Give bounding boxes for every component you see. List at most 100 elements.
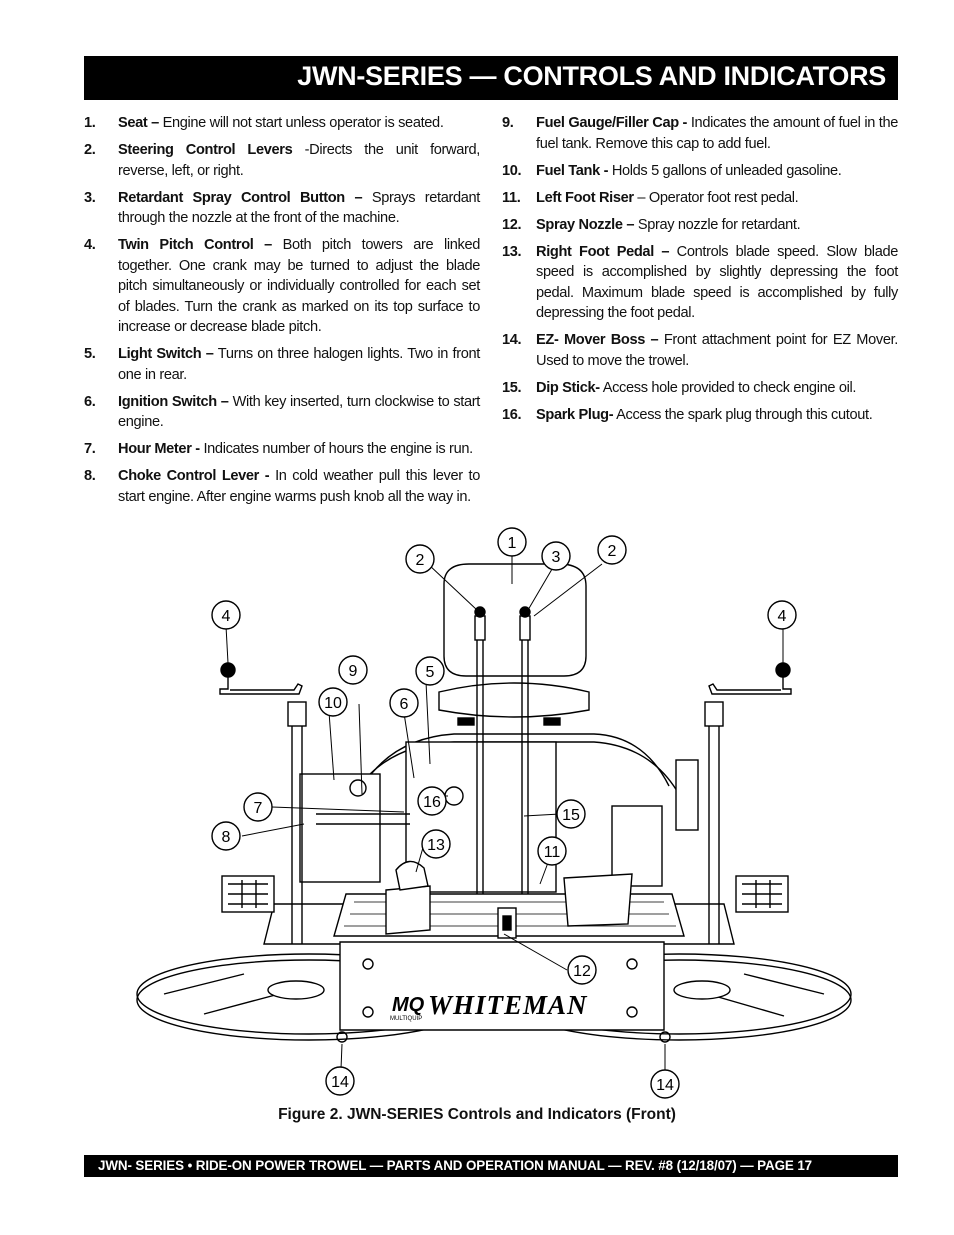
item-number: 7. <box>84 441 96 457</box>
item-description: Dip Stick- Access hole provided to check… <box>536 378 898 399</box>
item-text: Access the spark plug through this cutou… <box>613 406 873 423</box>
item-description: Spark Plug- Access the spark plug throug… <box>536 405 898 426</box>
item-number: 12. <box>502 216 522 233</box>
item-number: 6. <box>84 393 96 410</box>
item-text: Indicates number of hours the engine is … <box>199 441 473 457</box>
callout-12: 12 <box>573 963 591 980</box>
list-item: 7. Hour Meter - Indicates number of hours… <box>84 439 480 460</box>
callout-3: 3 <box>552 549 561 566</box>
item-text: With key inserted, turn clockwise to sta… <box>118 393 480 431</box>
item-text: Both pitch towers are linked together. O… <box>118 237 480 335</box>
list-item: 10. Fuel Tank - Holds 5 gallons of unlead… <box>502 161 898 182</box>
callout-1: 1 <box>508 535 517 552</box>
header-bar: JWN-SERIES — CONTROLS AND INDICATORS <box>84 56 898 100</box>
item-description: Seat – Engine will not start unless oper… <box>118 113 480 134</box>
item-description: Fuel Tank - Holds 5 gallons of unleaded … <box>536 161 898 182</box>
item-description: EZ- Mover Boss – Front attachment point … <box>536 330 898 371</box>
item-text: Spray nozzle for retardant. <box>634 216 801 233</box>
footer-text: JWN- SERIES • RIDE-ON POWER TROWEL — PAR… <box>98 1158 813 1173</box>
figure-caption: Figure 2. JWN-SERIES Controls and Indica… <box>278 1106 676 1123</box>
list-item: 6. Ignition Switch – With key inserted, t… <box>84 392 480 433</box>
item-label: Ignition Switch – <box>118 393 229 410</box>
list-item: 1. Seat – Engine will not start unless op… <box>84 113 480 134</box>
callout-7: 7 <box>254 800 263 817</box>
logo-multiquip: MULTIQUIP <box>390 1016 422 1022</box>
item-label: Choke Control Lever - <box>118 468 270 484</box>
list-item: 12. Spray Nozzle – Spray nozzle for retar… <box>502 215 898 236</box>
item-text: Indicates the amount of fuel in the fuel… <box>536 115 898 152</box>
item-number: 14. <box>502 332 522 348</box>
list-item: 2.Steering Control Levers -Directs the u… <box>84 140 480 181</box>
item-number: 16. <box>502 406 522 423</box>
item-text: Turns on three halogen lights. Two in fr… <box>118 346 480 383</box>
item-description: Light Switch – Turns on three halogen li… <box>118 344 480 385</box>
callout-13: 13 <box>427 837 445 854</box>
item-label: Hour Meter - <box>118 441 200 457</box>
item-text: Holds 5 gallons of unleaded gasoline. <box>608 162 842 179</box>
callout-4-left: 4 <box>222 608 231 625</box>
item-label: Steering Control Levers <box>118 142 293 158</box>
right-item-list: 9. Fuel Gauge/Filler Cap - Indicates the … <box>502 113 898 432</box>
item-number: 1. <box>84 115 96 131</box>
item-description: Ignition Switch – With key inserted, tur… <box>118 392 480 433</box>
item-text: Controls blade speed. Slow blade speed i… <box>536 243 898 322</box>
item-number: 15. <box>502 379 522 396</box>
item-description: Left Foot Riser – Operator foot rest ped… <box>536 188 898 209</box>
trowel-diagram: MQ MULTIQUIP WHITEMAN <box>124 524 864 1104</box>
foot-pedals <box>349 779 633 939</box>
item-text: In cold weather pull this lever to start… <box>118 468 480 505</box>
list-item: 15. Dip Stick- Access hole provided to ch… <box>502 378 898 399</box>
headlights <box>221 875 789 913</box>
list-item: 3. Retardant Spray Control Button – Spray… <box>84 188 480 229</box>
item-label: Spark Plug- <box>536 406 614 423</box>
list-item: 11. Left Foot Riser – Operator foot rest … <box>502 188 898 209</box>
callout-16: 16 <box>423 794 441 811</box>
item-description: Steering Control Levers -Directs the uni… <box>118 140 480 181</box>
footer-bar: JWN- SERIES • RIDE-ON POWER TROWEL — PAR… <box>84 1155 898 1177</box>
callouts: 1 2 2 3 4 4 5 6 7 8 9 10 11 12 13 14 14 … <box>211 527 797 1099</box>
item-label: Left Foot Riser <box>536 189 634 206</box>
item-label: Dip Stick- <box>536 379 600 396</box>
item-label: Fuel Gauge/Filler Cap - <box>536 115 688 131</box>
steering-levers <box>474 606 531 924</box>
callout-10: 10 <box>324 695 342 712</box>
item-text: Access hole provided to check engine oil… <box>599 379 857 396</box>
item-label: EZ- Mover Boss – <box>536 332 659 348</box>
list-item: 5. Light Switch – Turns on three halogen … <box>84 344 480 385</box>
item-description: Choke Control Lever - In cold weather pu… <box>118 466 480 507</box>
item-label: Right Foot Pedal – <box>536 243 670 260</box>
callout-8: 8 <box>222 829 231 846</box>
pitch-cranks <box>219 662 792 944</box>
item-description: Retardant Spray Control Button – Sprays … <box>118 188 480 229</box>
list-item: 16. Spark Plug- Access the spark plug thr… <box>502 405 898 426</box>
callout-2-right: 2 <box>608 543 617 560</box>
list-item: 4. Twin Pitch Control – Both pitch towers… <box>84 235 480 338</box>
item-text: Sprays retardant through the nozzle at t… <box>118 189 480 227</box>
item-number: 4. <box>84 237 96 253</box>
callout-14-right: 14 <box>656 1077 674 1094</box>
item-description: Twin Pitch Control – Both pitch towers a… <box>118 235 480 338</box>
item-label: Spray Nozzle – <box>536 216 635 233</box>
callout-2-left: 2 <box>416 552 425 569</box>
item-number: 3. <box>84 189 96 206</box>
item-number: 9. <box>502 115 514 131</box>
item-number: 10. <box>502 162 522 179</box>
item-number: 8. <box>84 468 96 484</box>
item-label: Light Switch – <box>118 346 214 362</box>
item-text: Front attachment point for EZ Mover. Use… <box>536 332 899 369</box>
item-number: 13. <box>502 243 522 260</box>
callout-9: 9 <box>349 663 358 680</box>
item-text: -Directs the unit forward, reverse, left… <box>118 142 480 179</box>
item-number: 5. <box>84 346 96 362</box>
item-label: Fuel Tank - <box>536 162 609 179</box>
list-item: 14. EZ- Mover Boss – Front attachment poi… <box>502 330 898 371</box>
callout-4-right: 4 <box>778 608 787 625</box>
callout-14-left: 14 <box>331 1074 349 1091</box>
callout-15: 15 <box>562 807 580 824</box>
engine-block <box>299 741 699 893</box>
list-item: 8. Choke Control Lever - In cold weather … <box>84 466 480 507</box>
logo-mq: MQ <box>392 994 425 1016</box>
item-label: Retardant Spray Control Button – <box>118 189 363 206</box>
item-number: 11. <box>502 189 521 206</box>
item-label: Twin Pitch Control – <box>118 237 272 253</box>
